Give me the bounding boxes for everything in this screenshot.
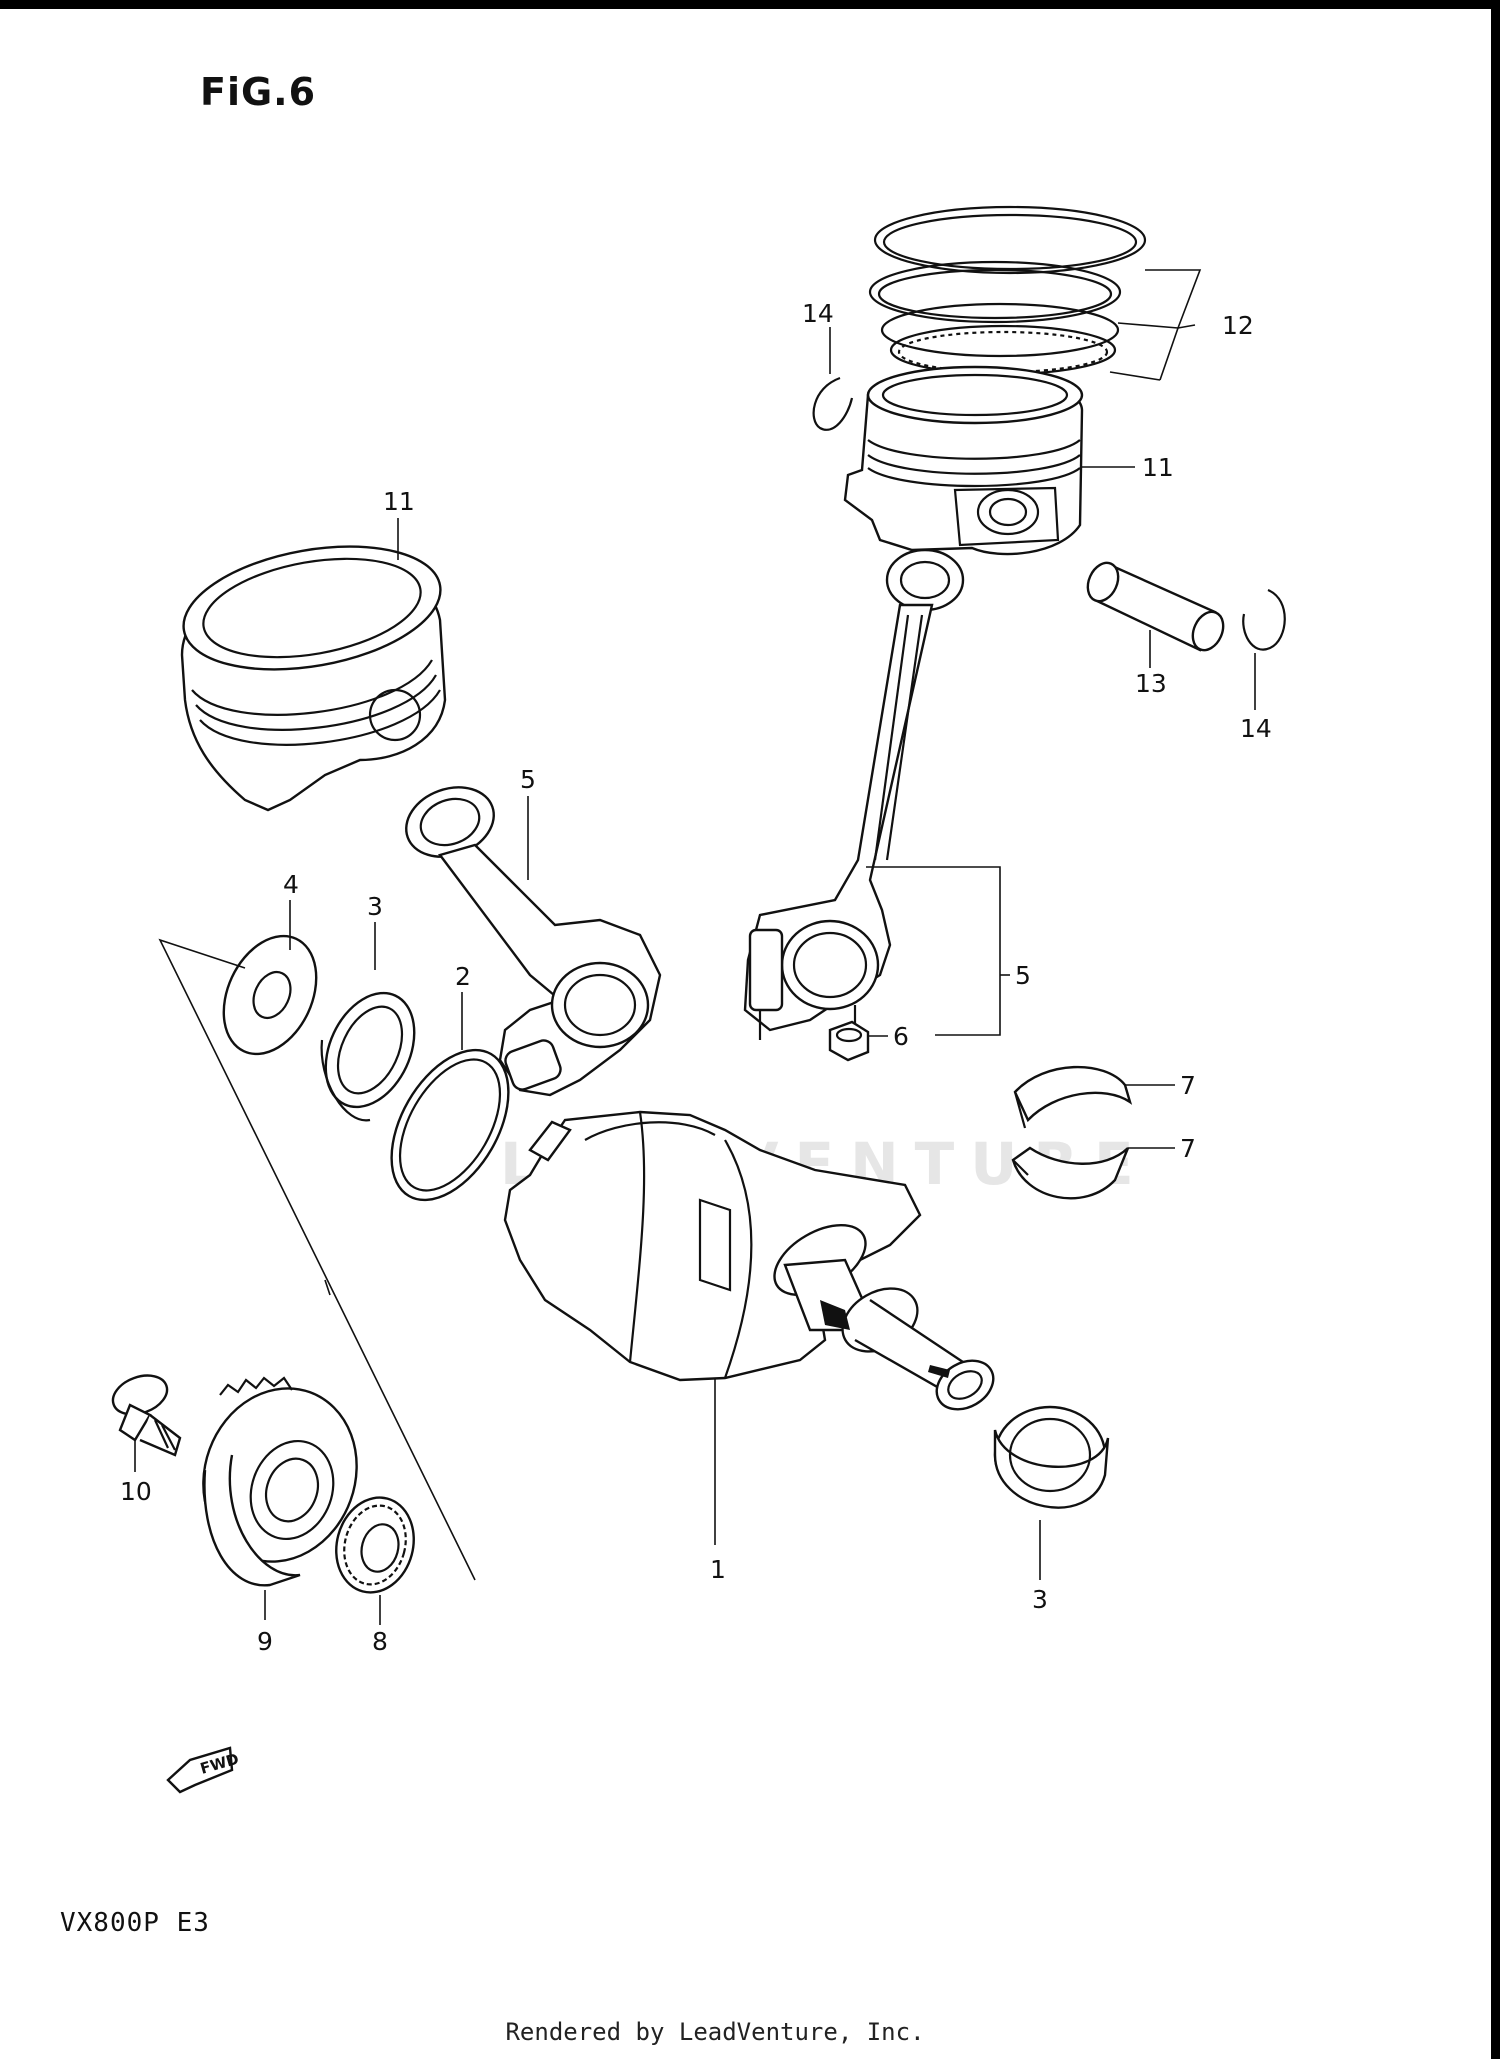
nut-6[interactable]	[828, 1020, 870, 1062]
forward-direction-arrow: FWD	[166, 1746, 241, 1794]
leader-12-e	[1177, 324, 1196, 329]
circlip-14-upper[interactable]	[812, 376, 854, 431]
callout-3-right: 3	[1032, 1585, 1048, 1614]
callout-8: 8	[372, 1627, 388, 1656]
crankshaft-1[interactable]	[503, 1110, 1002, 1419]
model-code: VX800P E3	[60, 1908, 210, 1938]
leader-12-b	[1117, 322, 1179, 329]
callout-9: 9	[257, 1627, 273, 1656]
bracket-tick	[324, 1279, 331, 1296]
thrust-washer-4[interactable]	[206, 921, 335, 1069]
connecting-rod-5-left[interactable]	[396, 776, 662, 1097]
crank-bearing-3-right[interactable]	[993, 1405, 1110, 1509]
leader-12-a	[1145, 269, 1202, 329]
piston-pin-13[interactable]	[1082, 558, 1229, 655]
piston-rings-12[interactable]	[868, 205, 1147, 376]
callout-13: 13	[1135, 669, 1167, 698]
figure-title: FiG.6	[200, 70, 317, 114]
right-border	[1491, 0, 1500, 2059]
bearing-shell-7-lower[interactable]	[1011, 1146, 1130, 1200]
bracket-left	[158, 938, 476, 1581]
callout-5-right: 5	[1015, 961, 1031, 990]
gear-8[interactable]	[326, 1489, 424, 1601]
render-credit: Rendered by LeadVenture, Inc.	[505, 2018, 925, 2046]
thrust-ring-2[interactable]	[367, 1030, 532, 1220]
bearing-shell-7-upper[interactable]	[1013, 1065, 1133, 1129]
top-border	[0, 0, 1500, 9]
connecting-rod-5-right[interactable]	[743, 548, 965, 1040]
callout-14-lower: 14	[1240, 714, 1272, 743]
callout-6: 6	[893, 1022, 909, 1051]
leader-12-c	[1159, 327, 1179, 381]
crank-bearing-3-left[interactable]	[308, 979, 431, 1122]
circlip-14-lower[interactable]	[1242, 588, 1286, 651]
callout-3-left: 3	[367, 892, 383, 921]
primary-drive-gear-9[interactable]	[179, 1367, 380, 1587]
callout-5-left: 5	[520, 765, 536, 794]
callout-12: 12	[1222, 311, 1254, 340]
piston-11-left[interactable]	[174, 528, 450, 812]
callout-14-upper: 14	[802, 299, 834, 328]
callout-7-upper: 7	[1180, 1071, 1196, 1100]
bolt-10[interactable]	[108, 1369, 182, 1457]
callout-11-right: 11	[1142, 453, 1174, 482]
callout-2: 2	[455, 962, 471, 991]
callout-11-left: 11	[383, 487, 415, 516]
leader-12-d	[1109, 371, 1161, 381]
piston-11-right[interactable]	[843, 365, 1084, 556]
callout-4: 4	[283, 870, 299, 899]
callout-7-lower: 7	[1180, 1134, 1196, 1163]
callout-1: 1	[710, 1555, 726, 1584]
callout-10: 10	[120, 1477, 152, 1506]
